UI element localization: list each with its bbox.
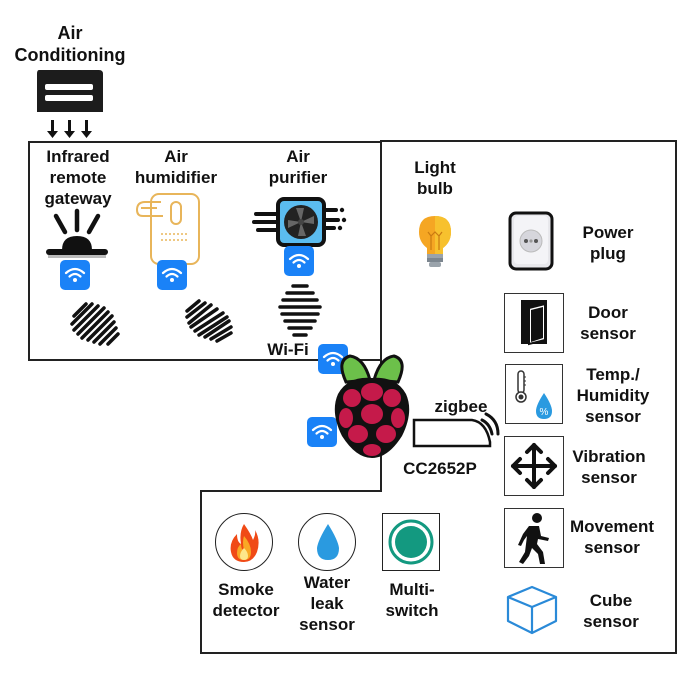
- label-line: humidifier: [134, 168, 218, 187]
- raspberry-pi-icon: [334, 354, 410, 458]
- signal-waves-icon: [278, 284, 322, 337]
- device-label: Vibration sensor: [564, 446, 654, 488]
- wifi-badge-icon: [307, 417, 337, 447]
- label-line: Vibration: [572, 447, 646, 466]
- label-line: Infrared: [46, 147, 110, 166]
- signal-waves-icon: [70, 302, 120, 346]
- label-line: Door: [588, 303, 628, 322]
- water-leak-frame: [298, 513, 356, 571]
- label-line: Air: [57, 23, 83, 43]
- label-line: Cube: [589, 591, 633, 610]
- label-line: Conditioning: [14, 45, 126, 65]
- wifi-badge-icon: [60, 260, 90, 290]
- dongle-label: CC2652P: [403, 459, 477, 478]
- label-line: Air: [286, 147, 310, 166]
- movement-frame: [504, 508, 564, 568]
- cube-icon: [506, 585, 558, 635]
- label-line: Multi-: [389, 580, 435, 599]
- device-label: Light bulb: [400, 157, 470, 199]
- label-line: detector: [212, 601, 280, 620]
- power-plug-icon: [508, 211, 554, 271]
- label-line: sensor: [584, 538, 640, 557]
- wifi-badge-icon: [284, 246, 314, 276]
- device-label: Movement sensor: [562, 516, 662, 558]
- device-label: Air humidifier: [128, 146, 224, 188]
- label-line: sensor: [299, 615, 355, 634]
- device-label: Smoke detector: [204, 579, 288, 621]
- wifi-link-label: Wi-Fi: [267, 340, 309, 359]
- label-line: purifier: [268, 168, 328, 187]
- wifi-badge-icon: [157, 260, 187, 290]
- device-label: Water leak sensor: [287, 572, 367, 635]
- usb-dongle-icon: [412, 412, 500, 448]
- light-bulb-icon: [419, 216, 451, 267]
- round-button-icon: [388, 519, 434, 565]
- label-line: sensor: [581, 468, 637, 487]
- downward-arrows-icon: [47, 120, 92, 138]
- door-sensor-frame: [504, 293, 564, 353]
- zigbee-protocol-label: zigbee: [434, 397, 488, 416]
- device-label: Infrared remote gateway: [30, 146, 126, 209]
- label-line: Light: [414, 158, 456, 177]
- thermometer-humidity-icon: %: [515, 370, 552, 419]
- label-line: Air: [164, 147, 188, 166]
- infrared-gateway-icon: [46, 208, 108, 258]
- temp-humidity-frame: %: [505, 364, 563, 424]
- flame-icon: [230, 524, 259, 562]
- device-label: Door sensor: [568, 302, 648, 344]
- device-label: Power plug: [568, 222, 648, 264]
- air-conditioning-label: Air Conditioning: [8, 22, 132, 66]
- label-line: sensor: [580, 324, 636, 343]
- label-line: Temp./: [586, 365, 640, 384]
- label-line: plug: [590, 244, 626, 263]
- move-arrows-icon: [511, 443, 557, 489]
- label-line: switch: [385, 601, 439, 620]
- vibration-frame: [504, 436, 564, 496]
- device-label: Cube sensor: [566, 590, 656, 632]
- label-line: Power: [582, 223, 634, 242]
- label-line: remote: [49, 168, 107, 187]
- label-line: gateway: [44, 189, 112, 208]
- device-label: Temp./ Humidity sensor: [568, 364, 658, 427]
- smoke-detector-frame: [215, 513, 273, 571]
- multi-switch-frame: [382, 513, 440, 571]
- door-icon: [521, 300, 547, 346]
- label-line: Water: [303, 573, 351, 592]
- svg-text:%: %: [540, 407, 549, 418]
- label-line: Humidity: [576, 386, 650, 405]
- label-line: sensor: [585, 407, 641, 426]
- humidifier-icon: [136, 193, 200, 265]
- water-drop-icon: [317, 524, 339, 560]
- label-line: Movement: [569, 517, 655, 536]
- device-label: Multi- switch: [370, 579, 454, 621]
- air-conditioner-icon: [37, 70, 103, 112]
- signal-waves-icon: [185, 299, 233, 343]
- label-line: leak: [310, 594, 344, 613]
- label-line: Smoke: [218, 580, 274, 599]
- label-line: bulb: [417, 179, 453, 198]
- walking-person-icon: [518, 513, 549, 564]
- air-purifier-icon: [252, 197, 347, 247]
- label-line: sensor: [583, 612, 639, 631]
- device-label: Air purifier: [250, 146, 346, 188]
